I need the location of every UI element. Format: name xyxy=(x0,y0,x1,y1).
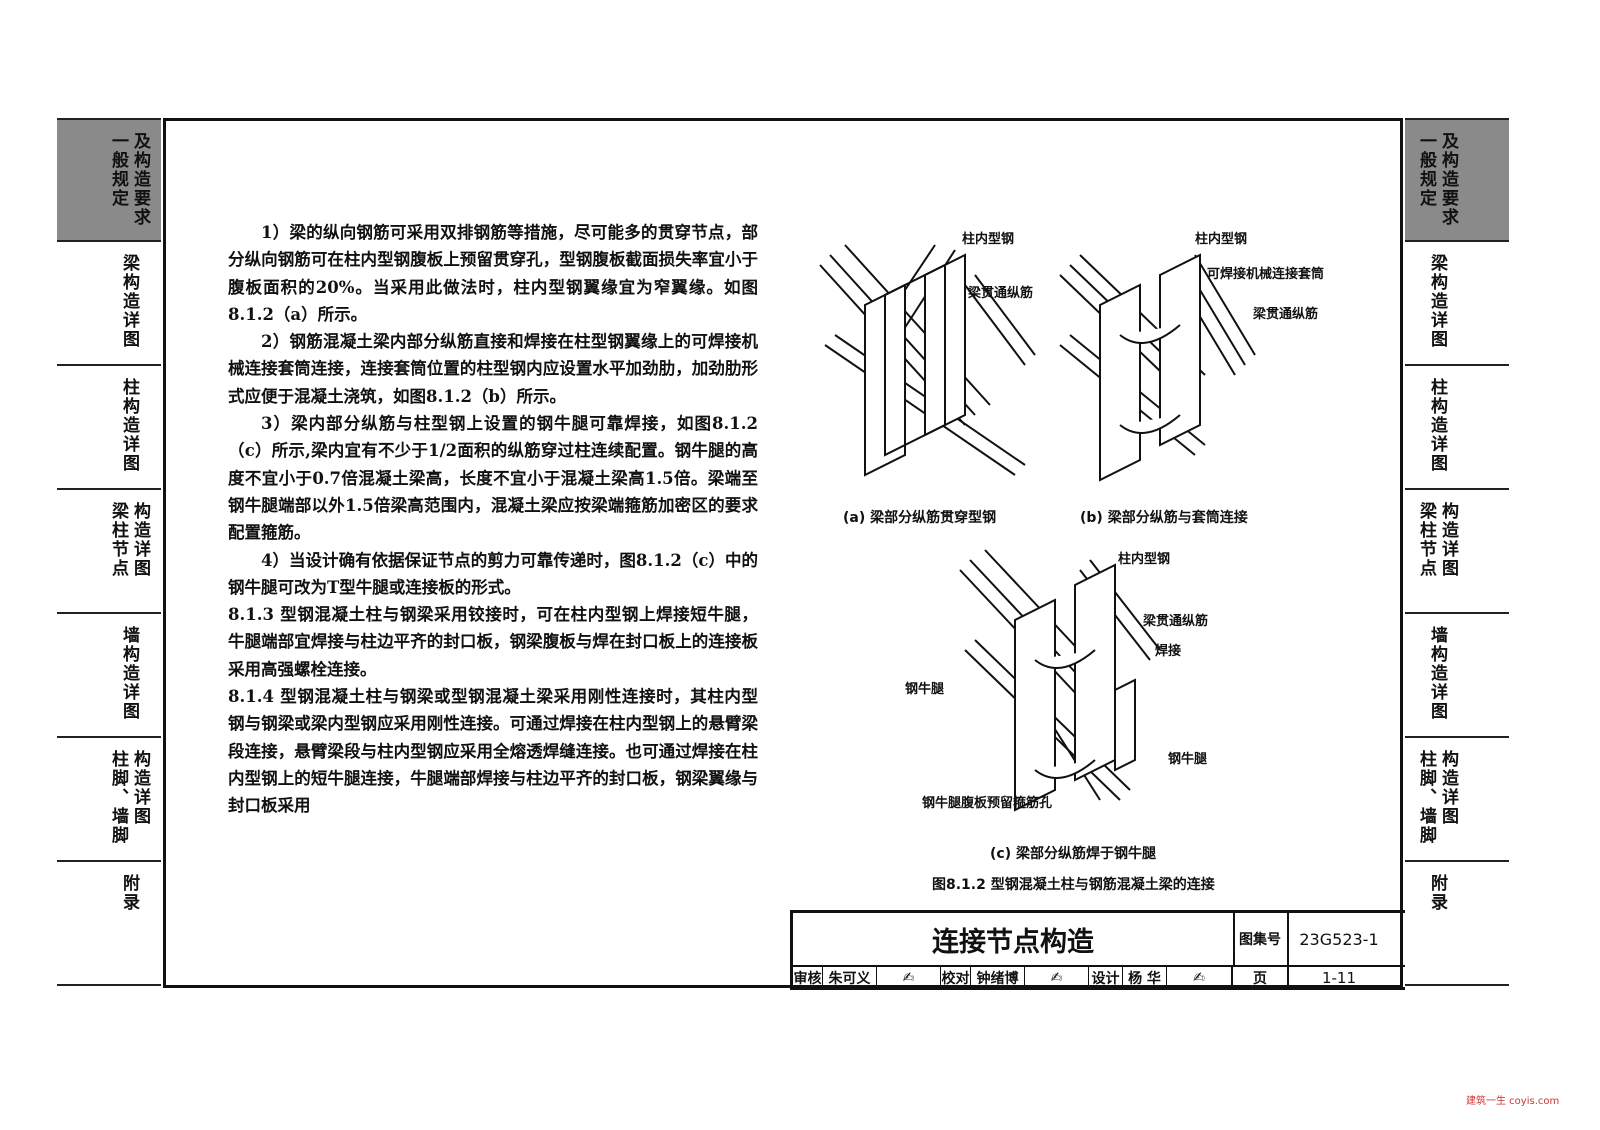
label: 钢牛腿 xyxy=(905,682,945,697)
design-label: 设计 xyxy=(1089,965,1123,990)
section-tab[interactable]: 梁柱节点构造详图 xyxy=(1405,490,1509,614)
section-tab-label: 柱构造详图 xyxy=(1427,378,1447,473)
paragraph: 8.1.4 型钢混凝土柱与钢梁或型钢混凝土梁采用刚性连接时，其柱内型钢与钢梁或梁… xyxy=(228,687,758,816)
title-row xyxy=(793,913,1405,967)
body-text: 1）梁的纵向钢筋可采用双排钢筋等措施，尽可能多的贯穿节点，部分纵向钢筋可在柱内型… xyxy=(228,219,758,820)
section-tab[interactable]: 柱构造详图 xyxy=(1405,366,1509,490)
label: 梁贯通纵筋 xyxy=(968,286,1034,301)
right-section-tabs: 一般规定及构造要求梁构造详图柱构造详图梁柱节点构造详图墙构造详图柱脚、墙脚构造详… xyxy=(1405,118,1509,986)
section-tab-label: 墙构造详图 xyxy=(1427,626,1447,721)
reviewer-name: 朱可义 xyxy=(823,965,877,990)
section-tab-label: 附录 xyxy=(1427,874,1447,912)
section-tab-label: 构造详图 xyxy=(130,502,150,578)
section-tab-label: 附录 xyxy=(119,874,139,912)
figure-a-caption: (a) 梁部分纵筋贯穿型钢 xyxy=(843,510,997,526)
section-tab-label: 柱脚、墙脚 xyxy=(1416,750,1436,845)
label: 钢牛腿 xyxy=(1168,752,1208,767)
section-tab-label: 及构造要求 xyxy=(1438,132,1458,227)
section-tab[interactable]: 梁柱节点构造详图 xyxy=(57,490,161,614)
atlas-number: 23G523-1 xyxy=(1299,929,1379,949)
steel-column xyxy=(1014,563,1136,812)
checker-signature: ✍ xyxy=(1025,965,1089,990)
section-tab[interactable]: 附录 xyxy=(57,862,161,986)
designer-signature: ✍ xyxy=(1167,965,1233,990)
section-tab[interactable]: 附录 xyxy=(1405,862,1509,986)
designer-name: 杨 华 xyxy=(1123,965,1167,990)
reviewer-signature: ✍ xyxy=(877,965,941,990)
figure-c-drawing xyxy=(959,549,1161,812)
section-tab-label: 梁构造详图 xyxy=(1427,254,1447,349)
section-tab-label: 及构造要求 xyxy=(130,132,150,227)
section-tab[interactable]: 梁构造详图 xyxy=(1405,242,1509,366)
label: 焊接 xyxy=(1155,644,1182,659)
drawing-frame xyxy=(163,118,1403,988)
section-tab[interactable]: 一般规定及构造要求 xyxy=(1405,118,1509,242)
left-section-tabs: 一般规定及构造要求梁构造详图柱构造详图梁柱节点构造详图墙构造详图柱脚、墙脚构造详… xyxy=(57,118,161,986)
paragraph: 1）梁的纵向钢筋可采用双排钢筋等措施，尽可能多的贯穿节点，部分纵向钢筋可在柱内型… xyxy=(228,223,758,324)
section-tab-label: 梁柱节点 xyxy=(108,502,128,578)
section-tab-label: 一般规定 xyxy=(108,132,128,208)
label: 钢牛腿腹板预留箍筋孔 xyxy=(922,796,1053,811)
label: 可焊接机械连接套筒 xyxy=(1207,267,1325,282)
figure-c-caption: (c) 梁部分纵筋焊于钢牛腿 xyxy=(990,846,1156,862)
check-label: 校对 xyxy=(941,965,971,990)
paragraph: 3）梁内部分纵筋与柱型钢上设置的钢牛腿可靠焊接，如图8.1.2（c）所示,梁内宜… xyxy=(228,414,758,543)
section-tab[interactable]: 一般规定及构造要求 xyxy=(57,118,161,242)
section-tab[interactable]: 墙构造详图 xyxy=(1405,614,1509,738)
figure-a-drawing xyxy=(819,244,1036,477)
figure-b-drawing xyxy=(1059,253,1256,482)
review-label: 审核 xyxy=(793,965,823,990)
title-block: 连接节点构造 图集号 23G523-1 审核 朱可义 ✍ 校对 钟绪博 ✍ 设计… xyxy=(790,910,1405,990)
figure-title: 图8.1.2 型钢混凝土柱与钢筋混凝土梁的连接 xyxy=(932,877,1215,893)
paragraph: 8.1.3 型钢混凝土柱与钢梁采用铰接时，可在柱内型钢上焊接短牛腿，牛腿端部宜焊… xyxy=(228,605,758,679)
section-tab[interactable]: 墙构造详图 xyxy=(57,614,161,738)
section-tab-label: 梁构造详图 xyxy=(119,254,139,349)
checker-name: 钟绪博 xyxy=(971,965,1025,990)
section-tab-label: 构造详图 xyxy=(130,750,150,826)
atlas-label: 图集号 xyxy=(1233,913,1289,965)
drawing-title: 连接节点构造 xyxy=(793,913,1235,965)
label: 梁贯通纵筋 xyxy=(1143,614,1209,629)
paragraph: 4）当设计确有依据保证节点的剪力可靠传递时，图8.1.2（c）中的钢牛腿可改为T… xyxy=(228,550,758,597)
page-number: 1-11 xyxy=(1321,968,1357,987)
paragraph: 2）钢筋混凝土梁内部分纵筋直接和焊接在柱型钢翼缘上的可焊接机械连接套筒连接，连接… xyxy=(228,332,758,406)
section-tab[interactable]: 梁构造详图 xyxy=(57,242,161,366)
section-tab-label: 构造详图 xyxy=(1438,750,1458,826)
label: 柱内型钢 xyxy=(962,232,1015,247)
page-label: 页 xyxy=(1233,965,1289,990)
section-tab-label: 墙构造详图 xyxy=(119,626,139,721)
label: 柱内型钢 xyxy=(1118,552,1171,567)
section-tab[interactable]: 柱构造详图 xyxy=(57,366,161,490)
section-tab-label: 梁柱节点 xyxy=(1416,502,1436,578)
label: 柱内型钢 xyxy=(1195,232,1248,247)
section-tab[interactable]: 柱脚、墙脚构造详图 xyxy=(57,738,161,862)
label: 梁贯通纵筋 xyxy=(1253,307,1319,322)
section-tab-label: 构造详图 xyxy=(1438,502,1458,578)
section-tab-label: 柱构造详图 xyxy=(119,378,139,473)
figure-b-caption: (b) 梁部分纵筋与套筒连接 xyxy=(1080,510,1248,526)
section-tab-label: 一般规定 xyxy=(1416,132,1436,208)
section-tab[interactable]: 柱脚、墙脚构造详图 xyxy=(1405,738,1509,862)
steel-column xyxy=(1099,253,1201,482)
watermark: 建筑一生 coyis.com xyxy=(1466,1096,1560,1107)
steel-column xyxy=(864,253,966,477)
section-tab-label: 柱脚、墙脚 xyxy=(108,750,128,845)
